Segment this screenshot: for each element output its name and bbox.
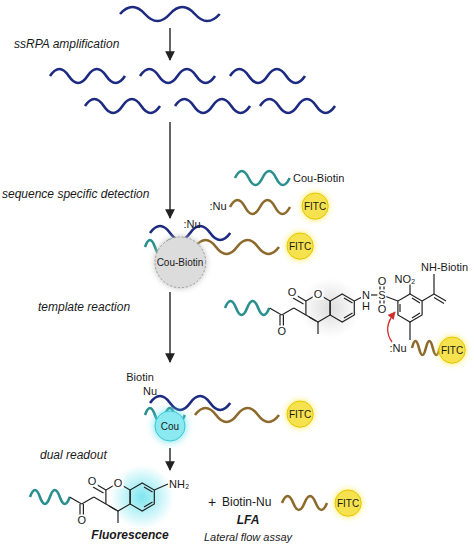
fitc-label-circle: FITC xyxy=(301,192,329,220)
scheme-label: Biotin-Nu xyxy=(222,496,271,509)
node-circle xyxy=(155,237,206,288)
atom-label: H xyxy=(361,301,371,312)
atom-label: O xyxy=(377,304,388,315)
scheme-label: Lateral flow assay xyxy=(204,531,292,543)
scheme-label: :Nu xyxy=(209,200,226,212)
node-text: Cou xyxy=(161,421,179,432)
atom-label: O xyxy=(113,478,124,489)
atom-label: NH-Biotin xyxy=(420,262,469,273)
atom-label: O xyxy=(76,515,87,526)
coumarin-glow xyxy=(300,278,360,338)
scheme-label: LFA xyxy=(237,514,260,527)
target-dna xyxy=(50,7,335,410)
node-text: FITC xyxy=(289,409,311,420)
atom-label: N xyxy=(361,290,371,301)
node-circle xyxy=(439,337,465,363)
atom-label: O xyxy=(313,289,324,300)
coumarin-glow-circle: Cou xyxy=(154,410,186,442)
node-text: FITC xyxy=(337,498,359,509)
atom-label: O xyxy=(276,326,287,337)
node-circle xyxy=(155,411,185,441)
fitc-label-circle: FITC xyxy=(286,232,314,260)
node-text: FITC xyxy=(441,345,463,356)
electron-push-arrow xyxy=(388,312,395,342)
node-text: FITC xyxy=(304,201,326,212)
scheme-label: Cou-Biotin xyxy=(293,172,344,184)
step-label: sequence specific detection xyxy=(2,188,149,201)
node-text: Cou-Biotin xyxy=(157,256,204,267)
scheme-label: Biotin xyxy=(126,371,154,383)
node-circle xyxy=(335,490,361,516)
fitc-label-circle: FITC xyxy=(334,489,362,517)
node-circle xyxy=(302,193,328,219)
atom-label: NH₂ xyxy=(168,479,190,490)
scheme-label: Fluorescence xyxy=(91,529,168,542)
coumarin-probe-strand xyxy=(30,171,290,504)
template-molecule xyxy=(270,274,446,340)
atom-label: O xyxy=(377,276,388,287)
atom-label: S xyxy=(377,290,386,301)
fitc-label-circle: FITC xyxy=(438,336,466,364)
atom-label: NO₂ xyxy=(394,274,417,285)
coumarin-glow-circle: Cou-Biotin xyxy=(154,236,207,289)
node-circle xyxy=(287,233,313,259)
atom-label: O xyxy=(87,476,98,487)
scheme-label: :Nu xyxy=(183,218,200,230)
atom-label: O xyxy=(287,287,298,298)
node-circle xyxy=(287,401,313,427)
scheme-label: Nu xyxy=(143,385,157,397)
fitc-label-circle: FITC xyxy=(286,400,314,428)
scheme-label: :Nu xyxy=(389,342,406,354)
step-label: ssRPA amplification xyxy=(14,38,119,51)
fluorescence-glow xyxy=(110,465,174,529)
fitc-probe-strand xyxy=(195,200,440,510)
node-text: FITC xyxy=(289,241,311,252)
scheme-label: + xyxy=(208,495,216,510)
step-label: dual readout xyxy=(40,449,107,462)
step-label: template reaction xyxy=(38,301,130,314)
